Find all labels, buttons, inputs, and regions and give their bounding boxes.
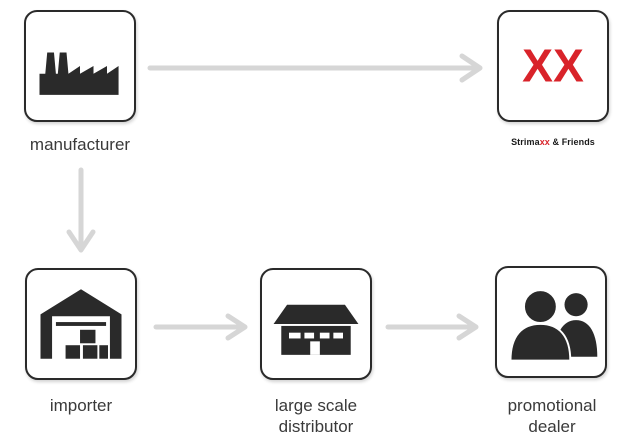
brand-caption: Strimaxx & Friends [470,137,631,147]
xx-logo-icon: XX [522,39,584,91]
manufacturer-label: manufacturer [29,135,131,154]
arrow-head-distributor [225,313,248,341]
brand-caption-post: & Friends [549,137,595,147]
dealer-label-line2: dealer [528,417,576,436]
warehouse-icon [40,289,122,359]
distributor-label: large scale distributor [240,395,392,437]
distributor-label-line2: distributor [278,417,354,436]
distributor-node [260,268,372,380]
brand-caption-accent: xx [539,137,550,147]
importer-label: importer [49,396,113,415]
brand-node: XX [497,10,609,122]
brand-caption-pre: Strima [511,137,540,147]
store-building-icon [273,304,359,355]
importer-node [25,268,137,380]
arrow-head-importer [66,229,96,253]
arrow-head-brand [459,53,483,83]
logo-text: XX [522,39,584,91]
distributor-label-line1: large scale [274,396,358,415]
dealer-label: promotional dealer [479,395,625,437]
people-icon [509,289,598,362]
factory-icon [39,52,119,95]
dealer-label-line1: promotional [507,396,597,415]
manufacturer-node [24,10,136,122]
dealer-node [495,266,607,378]
arrow-head-dealer [456,313,479,341]
